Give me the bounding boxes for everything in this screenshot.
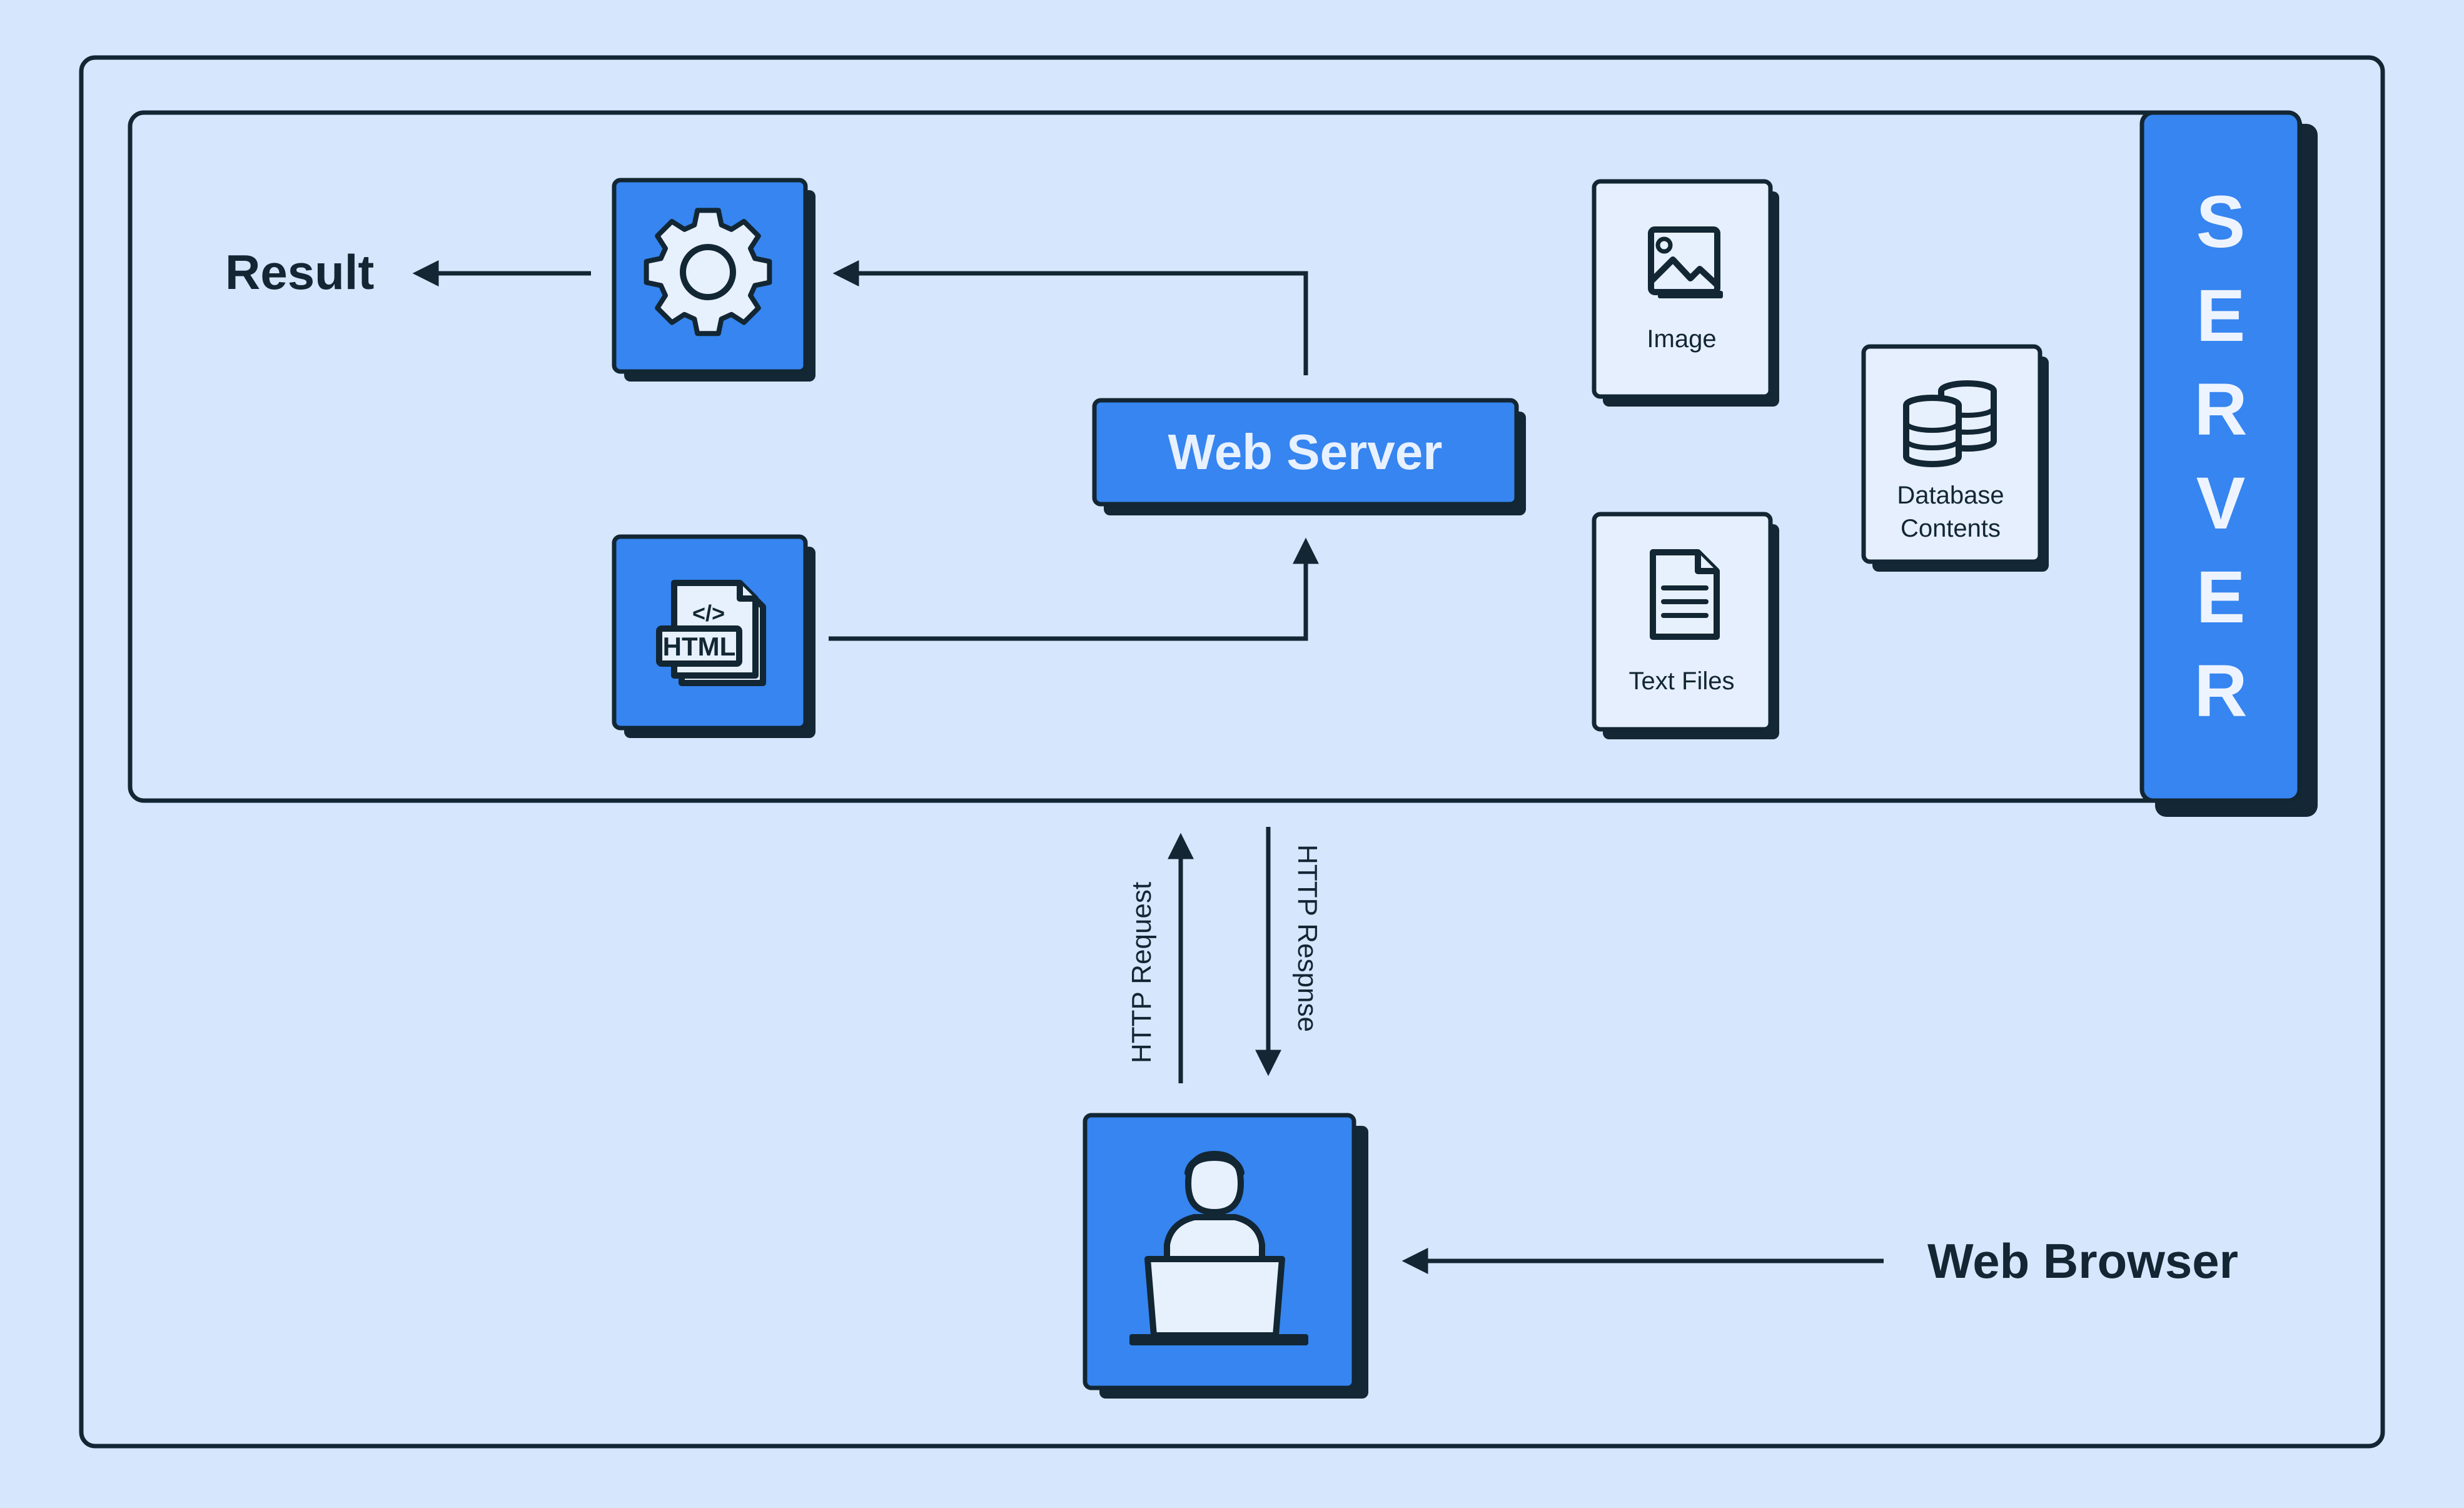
server-letter: E (2196, 275, 2246, 357)
document-icon (1650, 549, 1720, 640)
source-to-server-arrow (829, 537, 1319, 641)
html-source-box: </> HTML (612, 534, 815, 738)
database-icon (1903, 380, 1997, 467)
server-letter: V (2196, 462, 2246, 545)
database-card: Database Contents (1861, 344, 2049, 572)
outer-frame (79, 55, 2385, 1449)
image-icon (1648, 226, 1723, 298)
server-to-processor-arrow (832, 260, 1308, 375)
web-browser-label: Web Browser (1927, 1233, 2238, 1288)
text-files-card: Text Files (1592, 512, 1779, 739)
gear-icon (644, 208, 772, 337)
html-file-icon: </> HTML (656, 580, 766, 686)
server-panel: S E R V E R (2139, 110, 2318, 817)
server-letter: R (2194, 650, 2247, 732)
result-label: Result (225, 245, 374, 300)
web-server-label: Web Server (1168, 424, 1443, 480)
http-response-label: HTTP Respnse (1292, 844, 1323, 1032)
http-request-label: HTTP Request (1126, 882, 1157, 1063)
server-letter: S (2196, 181, 2246, 263)
database-label-line2: Contents (1901, 515, 2001, 542)
user-laptop-icon (1129, 1151, 1308, 1345)
html-tag-text: </> (692, 600, 725, 626)
web-server-box: Web Server (1092, 398, 1526, 515)
image-card: Image (1592, 179, 1779, 407)
database-label-line1: Database (1897, 482, 2004, 509)
server-letter: E (2196, 556, 2246, 639)
image-label: Image (1647, 325, 1716, 353)
processing-box (612, 178, 815, 382)
text-files-label: Text Files (1629, 667, 1735, 695)
server-letter: R (2194, 368, 2247, 451)
html-badge-text: HTML (663, 632, 736, 661)
browser-user-box (1083, 1113, 1368, 1399)
